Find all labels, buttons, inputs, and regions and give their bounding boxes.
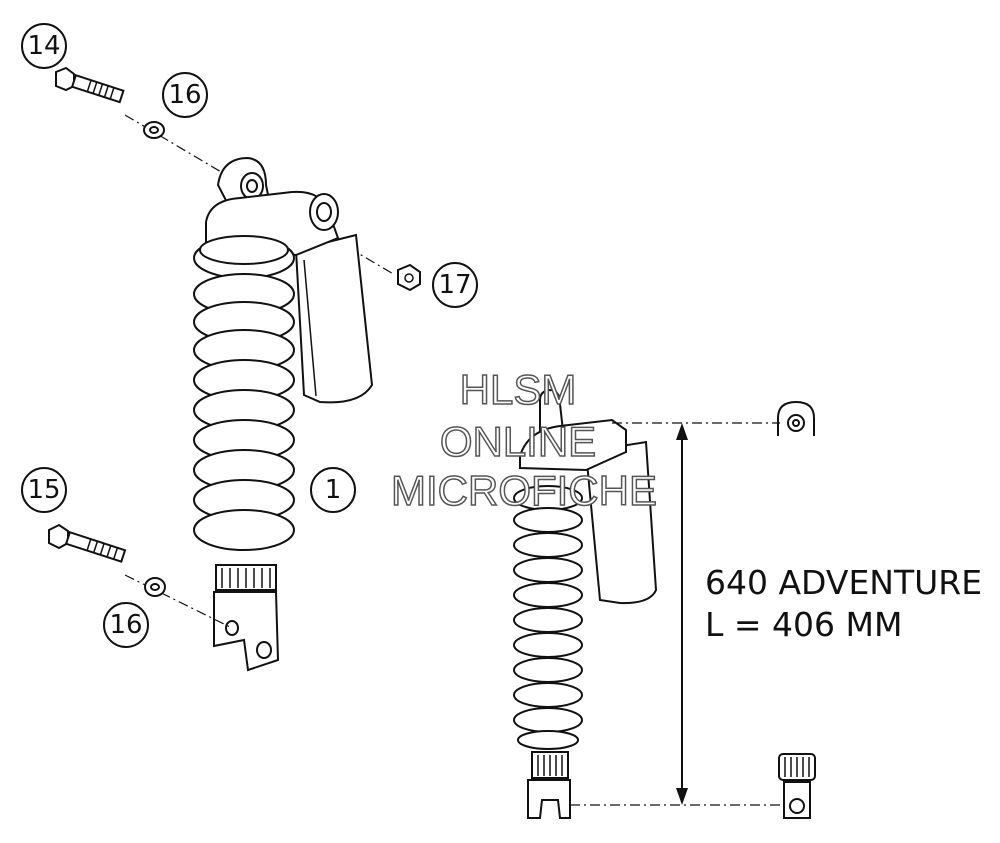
callout-15: 15 [21,467,67,513]
shock-absorber-right [513,388,658,819]
callout-17: 17 [432,262,478,308]
callout-16-bottom-label: 16 [109,610,142,640]
spec-length: L = 406 MM [705,605,902,644]
nut-17 [397,263,421,292]
washer-16-bottom [144,577,166,597]
spec-model: 640 ADVENTURE [705,563,982,602]
bolt-15 [48,523,127,563]
callout-15-label: 15 [27,475,60,505]
length-dimension [570,422,780,806]
watermark: HLSM ONLINE MICROFICHE [390,365,658,515]
callout-16-top: 16 [162,72,208,118]
washer-16-top [143,121,165,139]
shock-absorber-left [193,156,374,672]
callout-14: 14 [21,23,67,69]
callout-16-bottom: 16 [103,602,149,648]
top-eye-detail [777,400,815,436]
callout-1: 1 [310,467,356,513]
bolt-14 [55,66,125,104]
watermark-line1: HLSM [460,366,577,413]
callout-17-label: 17 [438,270,471,300]
watermark-line2: ONLINE [440,418,596,465]
bottom-eye-detail [778,753,816,819]
callout-14-label: 14 [27,31,60,61]
callout-1-label: 1 [325,475,342,505]
callout-16-top-label: 16 [168,80,201,110]
watermark-line3: MICROFICHE [391,467,657,514]
